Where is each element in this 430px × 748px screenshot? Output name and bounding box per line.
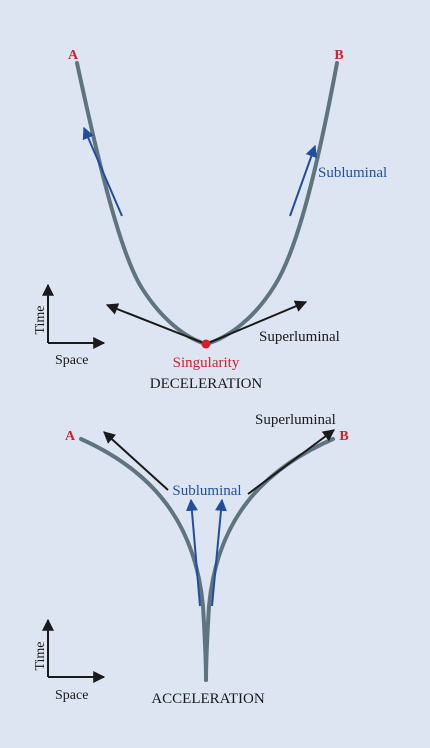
superluminal-arrow-right-top [205,300,308,345]
point-a-label-top: A [68,48,79,63]
deceleration-title: DECELERATION [150,376,263,392]
acceleration-panel: A B Superluminal Subluminal ACCELERATION… [33,412,349,707]
superluminal-label-bottom: Superluminal [255,412,336,428]
axes-top: Time Space [33,283,106,368]
point-a-label-bottom: A [65,429,76,444]
deceleration-panel: A B Subluminal Superluminal Singularity … [33,48,387,392]
superluminal-label-top: Superluminal [259,329,340,345]
superluminal-arrow-a-bottom [103,431,169,491]
worldline-b-top [204,61,339,346]
time-axis-label-top: Time [33,305,48,334]
worldline-b-bottom [204,437,335,682]
acceleration-title: ACCELERATION [151,691,264,707]
superluminal-arrow-b-bottom [247,429,335,495]
worldline-a-top [75,61,208,346]
subluminal-arrow-right-bottom [211,498,227,607]
point-b-label-bottom: B [339,429,348,444]
singularity-label: Singularity [173,355,240,371]
superluminal-arrow-left-top [105,303,207,345]
time-axis-label-bottom: Time [33,641,48,670]
subluminal-arrow-left-bottom [185,498,201,607]
subluminal-arrow-a-top [82,126,123,217]
subluminal-arrow-b-top [289,144,318,217]
worldline-a-bottom [79,437,208,682]
axes-bottom: Time Space [33,618,106,703]
subluminal-label-bottom: Subluminal [172,483,241,499]
space-axis-label-top: Space [55,353,88,368]
subluminal-label-top: Subluminal [318,165,387,181]
space-axis-label-bottom: Space [55,688,88,703]
singularity-point [201,339,211,349]
point-b-label-top: B [334,48,343,63]
